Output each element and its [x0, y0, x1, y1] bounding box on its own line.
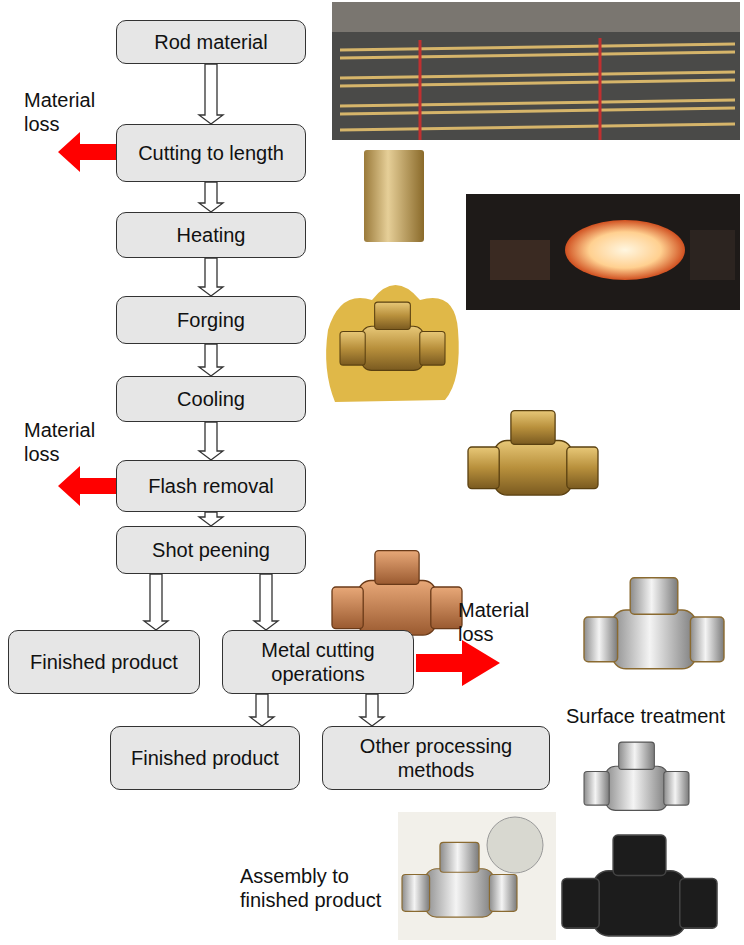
machined-part: [584, 578, 724, 669]
coated-part: [562, 835, 717, 936]
flow-arrow: [199, 64, 223, 124]
peened-part: [332, 551, 462, 636]
box-text: Heating: [177, 223, 246, 247]
note-label: Material loss: [24, 88, 120, 136]
process-box: Heating: [116, 212, 306, 258]
cut-rod: [364, 150, 424, 242]
box-text: Finished product: [131, 746, 279, 770]
loss-arrow: [58, 466, 116, 506]
process-box: Flash removal: [116, 460, 306, 512]
note-label: Assembly to finished product: [240, 864, 396, 912]
box-text: Finished product: [30, 650, 178, 674]
process-box: Rod material: [116, 20, 306, 64]
flow-arrow: [144, 574, 168, 630]
process-box: Finished product: [8, 630, 200, 694]
box-text: Shot peening: [152, 538, 270, 562]
box-text: Other processing methods: [331, 734, 541, 782]
process-box: Other processing methods: [322, 726, 550, 790]
plated-part: [584, 742, 689, 810]
forged-part: [326, 285, 459, 402]
box-text: Forging: [177, 308, 245, 332]
heating-photo: [466, 194, 740, 310]
note-label: Surface treatment: [566, 704, 742, 728]
process-box: Cooling: [116, 376, 306, 422]
flow-arrow: [250, 694, 274, 726]
process-box: Finished product: [110, 726, 300, 790]
flow-arrow: [360, 694, 384, 726]
flow-arrow: [199, 422, 223, 460]
flow-arrow: [199, 512, 223, 526]
loss-arrow: [58, 132, 116, 172]
flow-arrow: [199, 258, 223, 296]
note-label: Material loss: [458, 598, 554, 646]
flow-arrow: [254, 574, 278, 630]
box-text: Cooling: [177, 387, 245, 411]
flow-arrow: [199, 182, 223, 212]
process-box: Shot peening: [116, 526, 306, 574]
note-label: Material loss: [24, 418, 120, 466]
box-text: Metal cutting operations: [231, 638, 405, 686]
box-text: Cutting to length: [138, 141, 284, 165]
loss-arrow: [416, 640, 500, 686]
assembly-photo: [398, 812, 556, 940]
factory-photo: [332, 2, 740, 140]
flow-arrow: [199, 344, 223, 376]
process-box: Forging: [116, 296, 306, 344]
box-text: Flash removal: [148, 474, 274, 498]
process-box: Metal cutting operations: [222, 630, 414, 694]
box-text: Rod material: [154, 30, 267, 54]
trimmed-part: [468, 411, 598, 496]
process-box: Cutting to length: [116, 124, 306, 182]
